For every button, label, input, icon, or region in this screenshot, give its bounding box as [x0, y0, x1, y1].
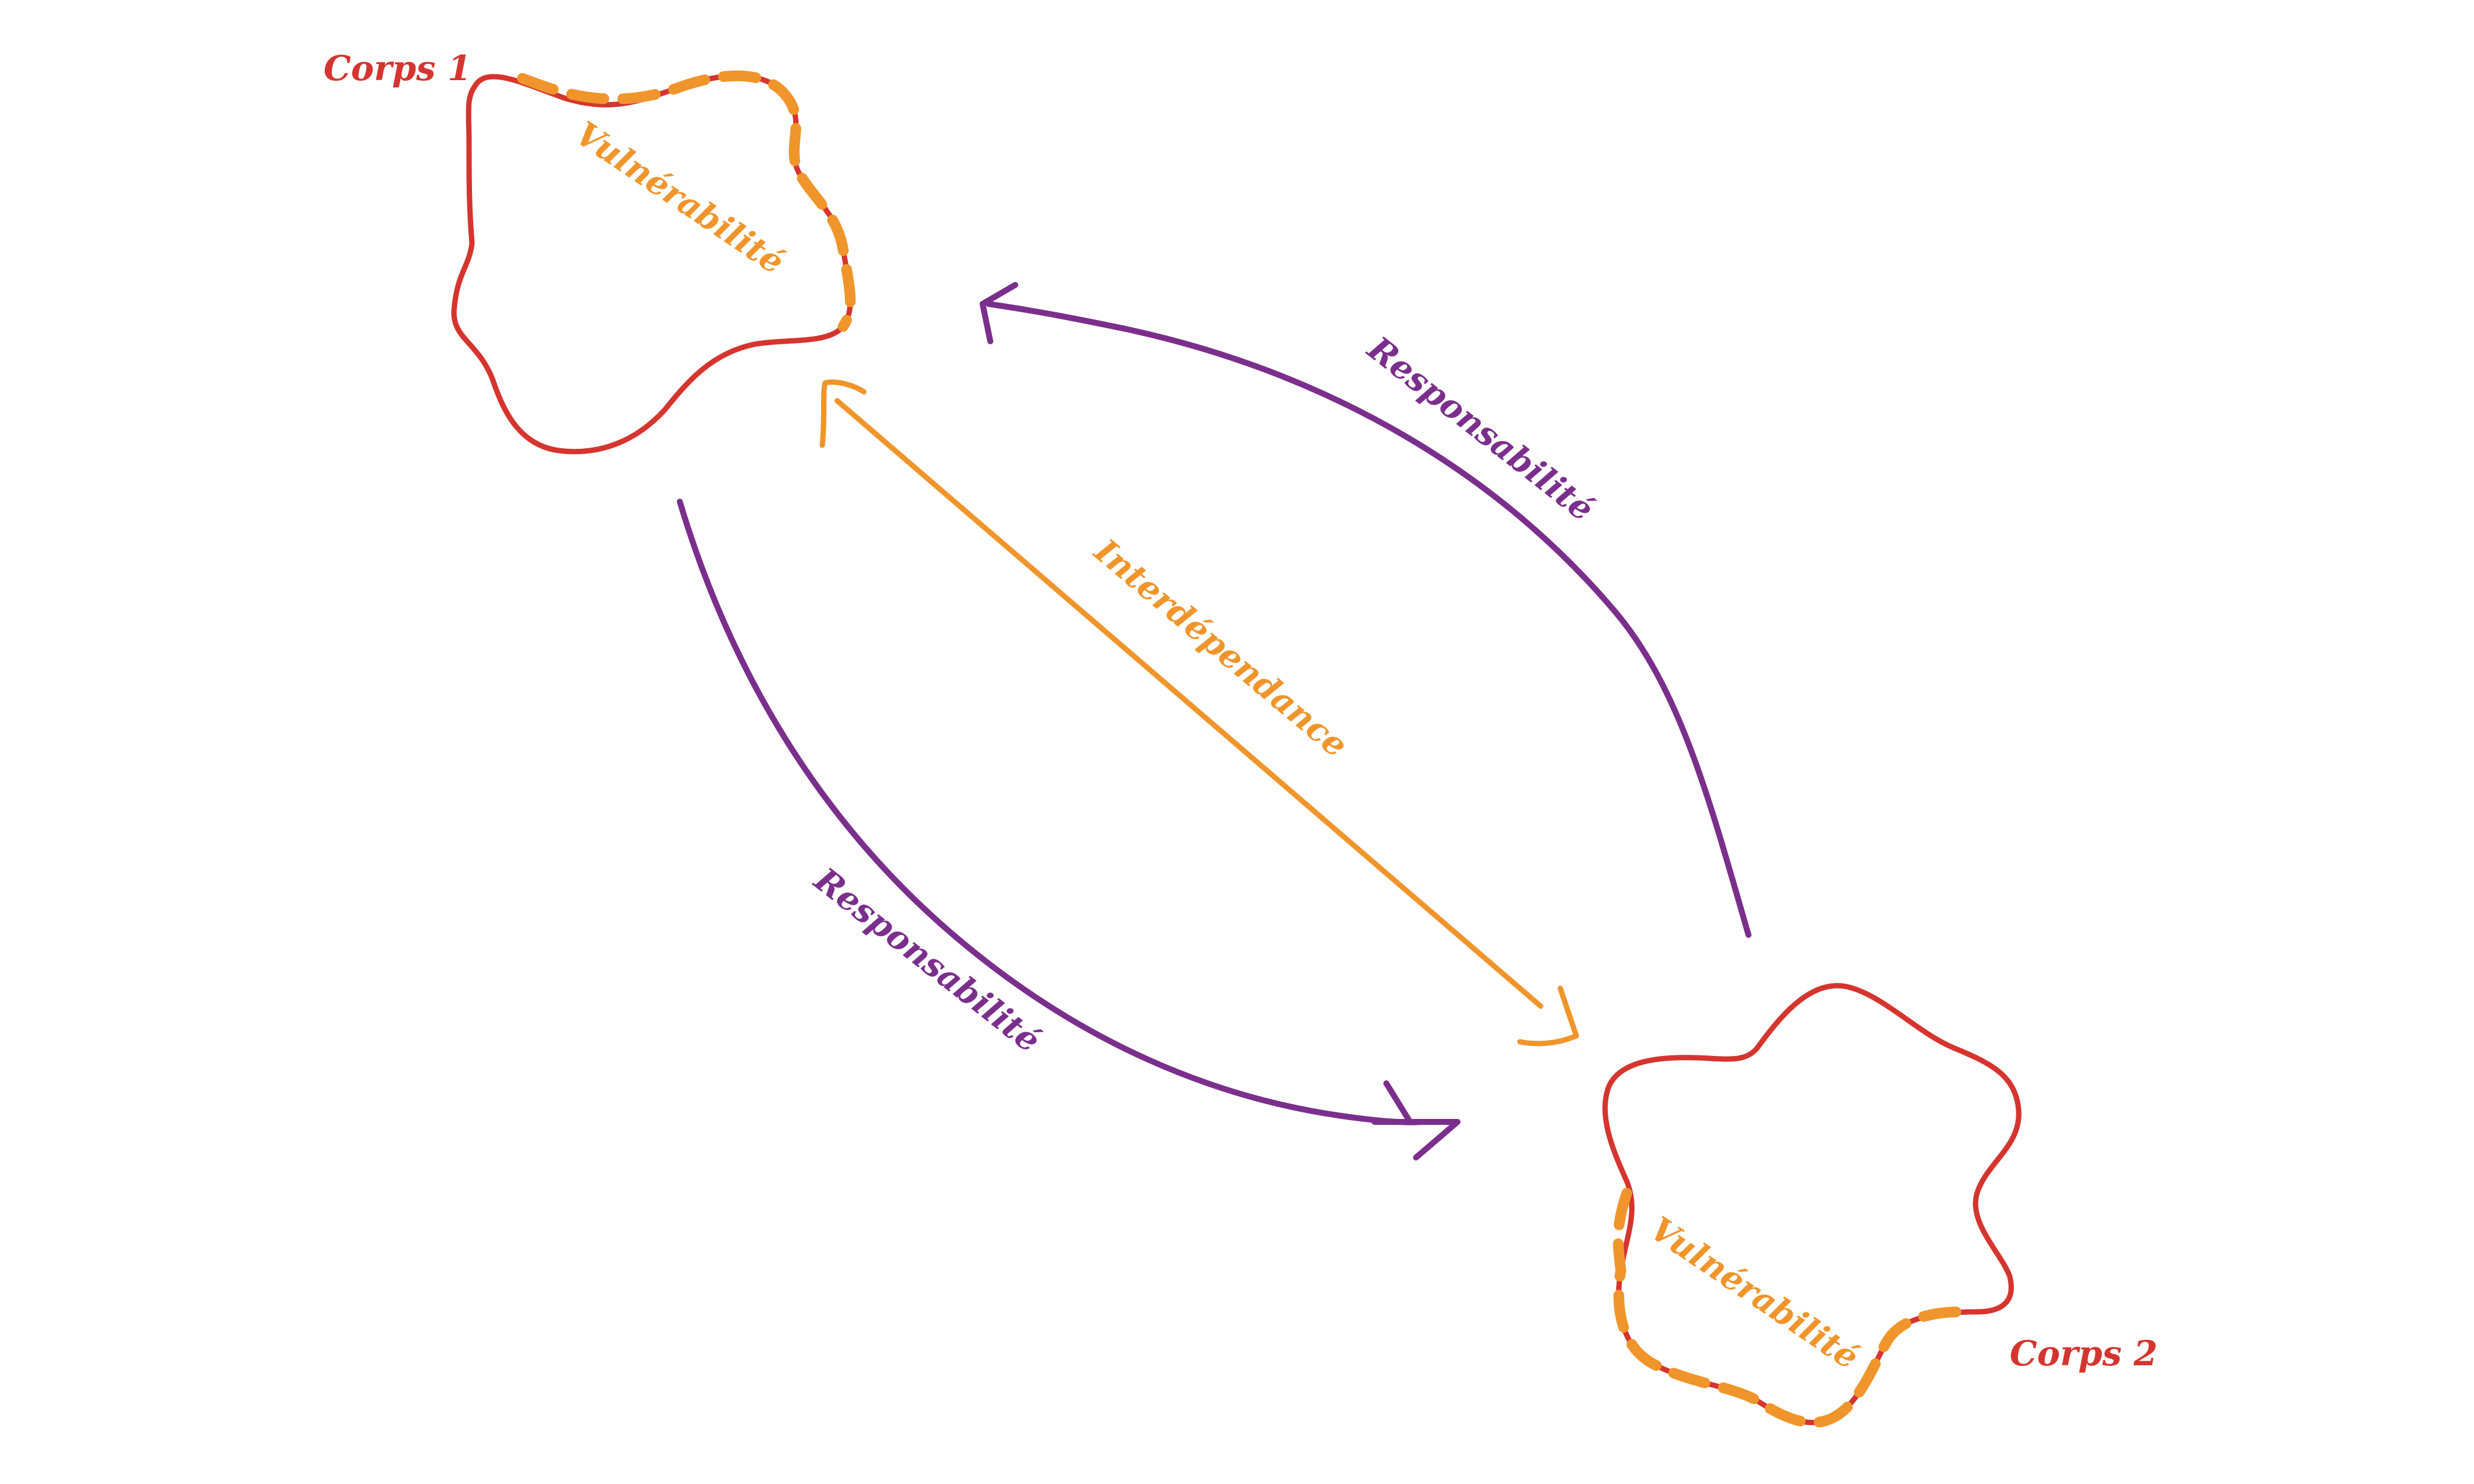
responsibility-upper-line — [986, 301, 1751, 938]
responsibility-arrow-upper: Responsabilité — [980, 282, 1751, 938]
responsibility-lower-line — [677, 499, 1425, 1125]
body-2-label: Corps 2 — [2010, 1333, 2158, 1374]
body-1-label: Corps 1 — [324, 48, 471, 88]
interdependence-arrowhead-start — [819, 379, 867, 448]
body-1-vulnerability-arc — [517, 70, 856, 332]
body-1: Corps 1 Vulnérabilité — [324, 48, 856, 455]
body-2-vulnerability-label: Vulnérabilité — [1643, 1209, 1866, 1377]
body-2-outline — [1602, 983, 2022, 1425]
interdependence-arrowhead-end — [1517, 985, 1579, 1047]
body-2-vulnerability-arc — [1613, 1188, 1965, 1428]
interdependence-line — [834, 398, 1544, 1009]
body-2: Corps 2 Vulnérabilité — [1602, 983, 2158, 1428]
body-1-vulnerability-label: Vulnérabilité — [568, 114, 791, 282]
responsibility-lower-arrowhead — [1371, 1080, 1461, 1160]
responsibility-lower-label: Responsabilité — [806, 860, 1048, 1060]
responsibility-upper-arrowhead — [980, 282, 1018, 344]
